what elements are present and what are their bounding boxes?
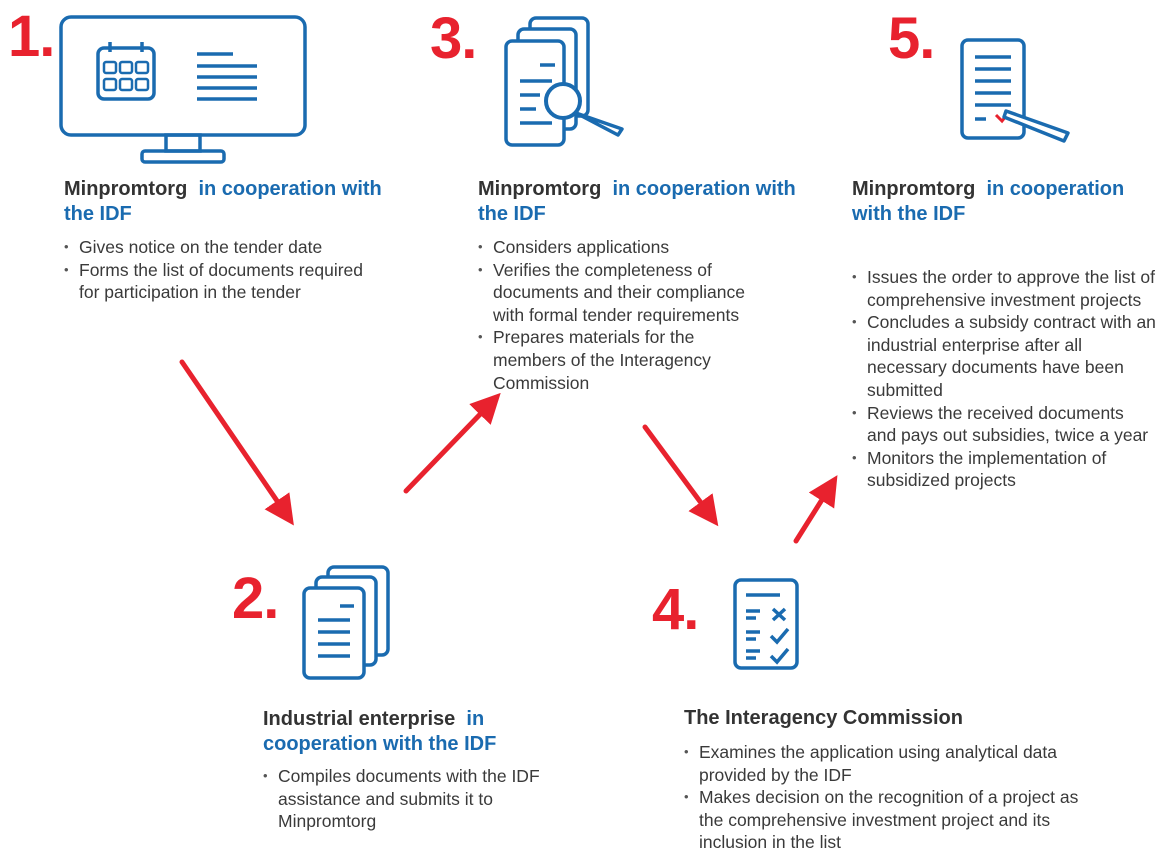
step-5-heading-accent: in cooperation with the IDF [852,178,1125,225]
step-1-bullets: Gives notice on the tender date Forms th… [64,236,374,304]
step-5-bullet: Issues the order to approve the list of … [852,266,1157,311]
step-number-5: 5. [888,6,935,71]
step-1-heading: Minpromtorg in cooperation with the IDF [64,177,384,227]
step-2-heading: Industrial enterprise in cooperation wit… [263,707,553,757]
step-3-bullet: Considers applications [478,236,763,259]
computer-monitor-calendar-icon [58,14,308,171]
step-3-bullet: Verifies the completeness of documents a… [478,259,763,327]
step-2-heading-accent: in cooperation with the IDF [263,708,497,755]
step-5-bullets: Issues the order to approve the list of … [852,266,1157,492]
step-1-bullet: Forms the list of documents required for… [64,259,374,304]
step-4-bullets: Examines the application using analytica… [684,741,1104,854]
step-4-heading-actor: The Interagency Commission [684,707,963,729]
document-signing-pen-icon [958,37,1078,150]
step-2-bullets: Compiles documents with the IDF assistan… [263,765,543,833]
step-1-heading-actor: Minpromtorg [64,178,188,200]
arrow-step3-to-step4 [642,424,719,527]
step-2-heading-actor: Industrial enterprise [263,708,456,730]
step-4-bullet: Examines the application using analytica… [684,741,1104,786]
step-3-heading-actor: Minpromtorg [478,178,602,200]
step-number-2: 2. [232,566,279,631]
document-stack-icon [300,564,394,687]
step-number-4: 4. [652,577,699,642]
step-4-heading: The Interagency Commission [684,706,1104,731]
step-1-heading-accent: in cooperation with the IDF [64,178,382,225]
checklist-icon [732,577,802,678]
arrow-step4-to-step5 [793,475,838,544]
step-1-bullet: Gives notice on the tender date [64,236,374,259]
step-2-bullet: Compiles documents with the IDF assistan… [263,765,543,833]
step-4-bullet: Makes decision on the recognition of a p… [684,786,1104,854]
arrow-step2-to-step3 [403,392,501,494]
step-3-heading: Minpromtorg in cooperation with the IDF [478,177,808,227]
step-5-bullet: Concludes a subsidy contract with an ind… [852,311,1157,401]
step-number-3: 3. [430,6,477,71]
step-3-bullet: Prepares materials for the members of th… [478,326,763,394]
arrow-step1-to-step2 [179,359,294,526]
step-number-1: 1. [8,4,55,69]
step-5-heading: Minpromtorg in cooperation with the IDF [852,177,1162,227]
step-5-bullet: Monitors the implementation of subsidize… [852,447,1157,492]
step-3-bullets: Considers applications Verifies the comp… [478,236,763,394]
step-5-heading-actor: Minpromtorg [852,178,976,200]
document-magnifier-icon [500,15,640,160]
step-5-bullet: Reviews the received documents and pays … [852,402,1157,447]
step-3-heading-accent: in cooperation with the IDF [478,178,796,225]
